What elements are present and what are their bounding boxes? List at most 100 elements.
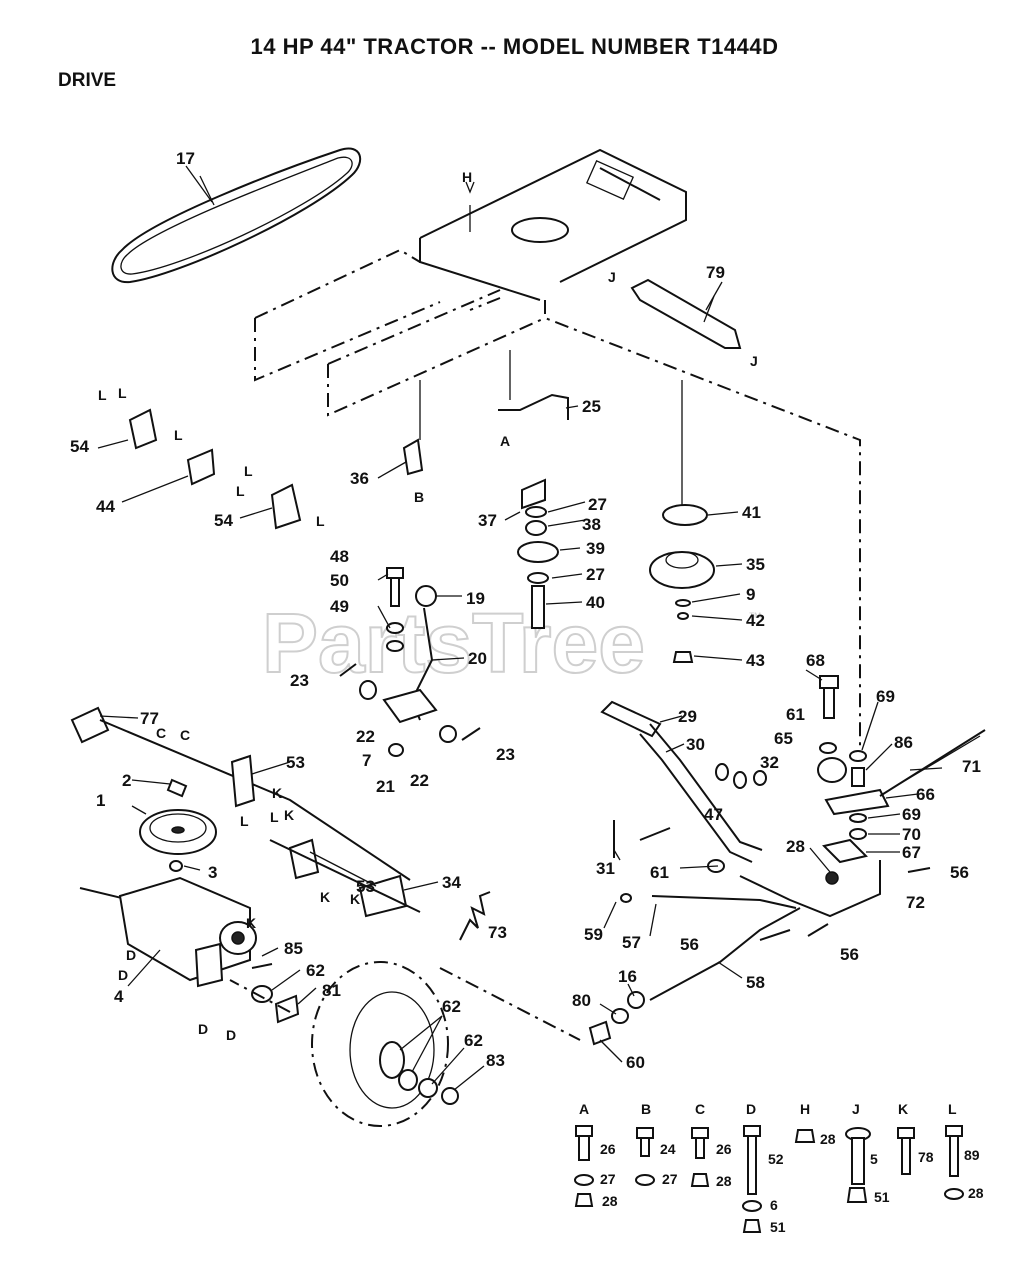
callout-25: 25 bbox=[582, 397, 601, 416]
callout-labels: 17 79 25 54 44 54 36 37 27 38 39 27 40 4… bbox=[70, 149, 981, 1072]
hardware-letter: D bbox=[746, 1101, 756, 1117]
callout-32: 32 bbox=[760, 753, 779, 772]
ref-letter: C bbox=[180, 727, 190, 743]
callout-53: 53 bbox=[356, 877, 375, 896]
pin-85 bbox=[251, 963, 273, 969]
hardware-mid: 28 bbox=[716, 1173, 732, 1189]
bracket-54-upper bbox=[128, 408, 158, 450]
callout-36: 36 bbox=[350, 469, 369, 488]
callout-79: 79 bbox=[706, 263, 725, 282]
hardware-key: A 26 27 28 B 24 27 C 26 28 D 52 6 51 bbox=[574, 1101, 984, 1235]
callout-41: 41 bbox=[742, 503, 761, 522]
callout-70: 70 bbox=[902, 825, 921, 844]
ref-letter: L bbox=[316, 513, 325, 529]
callout-9: 9 bbox=[746, 585, 755, 604]
callout-54: 54 bbox=[214, 511, 233, 530]
callout-77: 77 bbox=[140, 709, 159, 728]
callout-59: 59 bbox=[584, 925, 603, 944]
hardware-letter: C bbox=[695, 1101, 705, 1117]
ref-letter: J bbox=[750, 353, 758, 369]
bracket-79 bbox=[630, 278, 742, 349]
callout-73: 73 bbox=[488, 923, 507, 942]
callout-54: 54 bbox=[70, 437, 89, 456]
ref-letter: L bbox=[244, 463, 253, 479]
hardware-column-j: J 5 51 bbox=[845, 1101, 890, 1205]
ref-letter: L bbox=[174, 427, 183, 443]
callout-68: 68 bbox=[806, 651, 825, 670]
ref-letter: D bbox=[198, 1021, 208, 1037]
ref-letter: D bbox=[118, 967, 128, 983]
hardware-bottom: 51 bbox=[770, 1219, 786, 1235]
hardware-mid: 27 bbox=[600, 1171, 616, 1187]
rod-assembly-53 bbox=[70, 706, 421, 918]
ref-letter: K bbox=[350, 891, 360, 907]
callout-31: 31 bbox=[596, 859, 615, 878]
hardware-column-k: K 78 bbox=[897, 1101, 934, 1175]
idler-arm-assembly bbox=[817, 675, 986, 885]
callout-58: 58 bbox=[746, 973, 765, 992]
callout-53: 53 bbox=[286, 753, 305, 772]
callout-17: 17 bbox=[176, 149, 195, 168]
callout-56: 56 bbox=[840, 945, 859, 964]
rear-wheel bbox=[229, 961, 581, 1127]
callout-80: 80 bbox=[572, 991, 591, 1010]
hardware-mid: 6 bbox=[770, 1197, 778, 1213]
callout-85: 85 bbox=[284, 939, 303, 958]
hardware-column-c: C 26 28 bbox=[690, 1101, 732, 1189]
hardware-top: 89 bbox=[964, 1147, 980, 1163]
callout-67: 67 bbox=[902, 843, 921, 862]
callout-72: 72 bbox=[906, 893, 925, 912]
callout-35: 35 bbox=[746, 555, 765, 574]
plate-44 bbox=[186, 448, 216, 486]
idler-stack bbox=[517, 478, 559, 629]
hardware-bottom: 28 bbox=[602, 1193, 618, 1209]
hardware-column-b: B 24 27 bbox=[635, 1101, 678, 1187]
hardware-letter: L bbox=[948, 1101, 957, 1117]
callout-60: 60 bbox=[626, 1053, 645, 1072]
callout-27: 27 bbox=[588, 495, 607, 514]
hardware-letter: B bbox=[641, 1101, 651, 1117]
ref-letter: K bbox=[284, 807, 294, 823]
callout-3: 3 bbox=[208, 863, 217, 882]
hardware-top: 24 bbox=[660, 1141, 676, 1157]
callout-50: 50 bbox=[330, 571, 349, 590]
ref-letter: A bbox=[500, 433, 510, 449]
callout-86: 86 bbox=[894, 733, 913, 752]
hardware-letter: K bbox=[898, 1101, 908, 1117]
hardware-column-a: A 26 27 28 bbox=[574, 1101, 618, 1209]
callout-19: 19 bbox=[466, 589, 485, 608]
callout-48: 48 bbox=[330, 547, 349, 566]
hardware-letter: J bbox=[852, 1101, 860, 1117]
callout-7: 7 bbox=[362, 751, 371, 770]
callout-1: 1 bbox=[96, 791, 105, 810]
ref-letter: D bbox=[126, 947, 136, 963]
transaxle-pulley bbox=[139, 778, 217, 872]
hardware-top: 52 bbox=[768, 1151, 784, 1167]
callout-62: 62 bbox=[442, 997, 461, 1016]
callout-22: 22 bbox=[410, 771, 429, 790]
callout-65: 65 bbox=[774, 729, 793, 748]
callout-30: 30 bbox=[686, 735, 705, 754]
hardware-top: 5 bbox=[870, 1151, 878, 1167]
callout-28: 28 bbox=[786, 837, 805, 856]
callout-34: 34 bbox=[442, 873, 461, 892]
callout-71: 71 bbox=[962, 757, 981, 776]
ref-letter: L bbox=[118, 385, 127, 401]
callout-2: 2 bbox=[122, 771, 131, 790]
transaxle bbox=[79, 876, 300, 1024]
drive-pedal-lever bbox=[600, 700, 767, 873]
hardware-mid: 27 bbox=[662, 1171, 678, 1187]
section-title: DRIVE bbox=[58, 70, 117, 91]
watermark-text: PartsTree bbox=[262, 596, 645, 690]
callout-37: 37 bbox=[478, 511, 497, 530]
hardware-letter: A bbox=[579, 1101, 589, 1117]
callout-57: 57 bbox=[622, 933, 641, 952]
bracket-54-lower bbox=[270, 483, 302, 530]
callout-38: 38 bbox=[582, 515, 601, 534]
callout-62: 62 bbox=[306, 961, 325, 980]
clutch-lever-assembly bbox=[339, 585, 481, 757]
ref-letter: L bbox=[98, 387, 107, 403]
callout-20: 20 bbox=[468, 649, 487, 668]
hardware-column-h: H 28 bbox=[794, 1101, 836, 1147]
